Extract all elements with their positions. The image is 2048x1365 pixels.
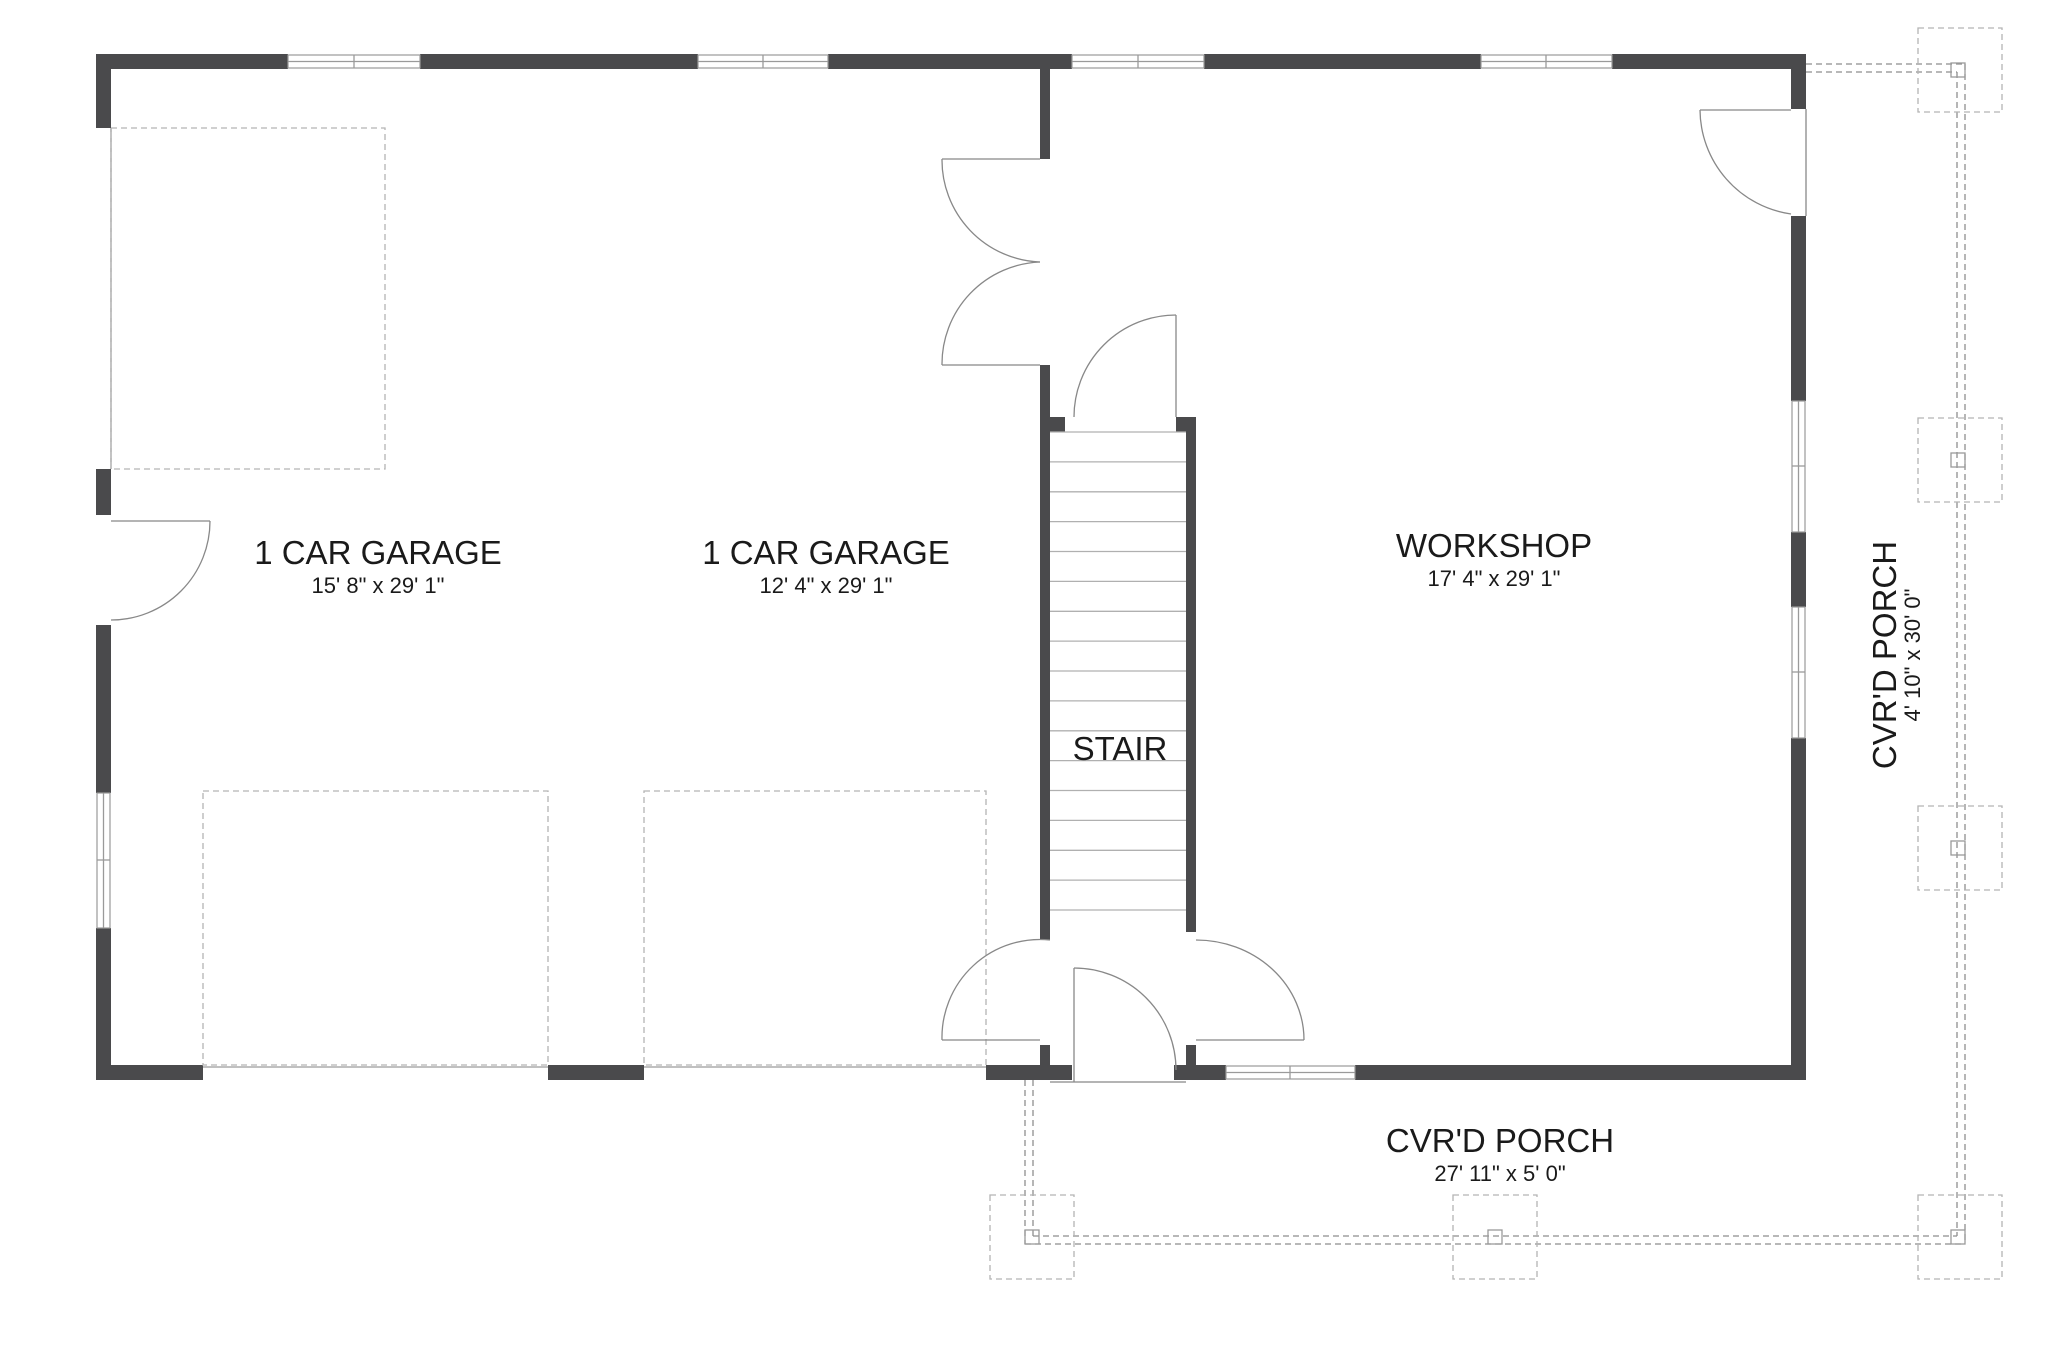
porch-post [1917,27,2003,113]
walls [96,54,1806,1080]
garage-1-dims: 15' 8" x 29' 1" [312,573,445,598]
garage-1-name: 1 CAR GARAGE [254,534,502,571]
door-bottom-right [1195,939,1305,1041]
porch-side-name: CVR'D PORCH [1866,541,1903,769]
window-top-4 [1480,54,1613,69]
porch-side-dims: 4' 10" x 30' 0" [1900,589,1925,722]
door-bottom-left [941,938,1051,1041]
window-right-2 [1791,606,1806,739]
door-partition-double [941,158,1041,366]
porch [989,27,2003,1280]
window-right-1 [1791,400,1806,533]
door-right-wall [1699,109,1807,216]
garage-2-dims: 12' 4" x 29' 1" [760,573,893,598]
porch-post [989,1194,1075,1280]
porch-front-dims: 27' 11" x 5' 0" [1434,1161,1565,1186]
porch-post [1452,1194,1538,1280]
room-labels: 1 CAR GARAGE 15' 8" x 29' 1" 1 CAR GARAG… [254,527,1925,1186]
porch-post [1917,805,2003,891]
swing-doors [110,109,1807,1083]
window-top-1 [287,54,421,69]
stair-name: STAIR [1073,730,1168,767]
porch-post [1917,417,2003,503]
window-top-2 [697,54,829,69]
garage-doors [110,127,987,1068]
window-top-3 [1071,54,1205,69]
door-left-wall [110,520,211,621]
porch-post [1917,1194,2003,1280]
windows [96,54,1806,1080]
workshop-dims: 17' 4" x 29' 1" [1428,566,1561,591]
door-stair-top [1073,314,1177,418]
window-left [96,792,111,929]
garage-2-name: 1 CAR GARAGE [702,534,950,571]
stair-treads [1050,431,1186,911]
porch-front-name: CVR'D PORCH [1386,1122,1614,1159]
door-bottom-entry [1050,967,1186,1083]
window-bottom [1225,1065,1356,1080]
workshop-name: WORKSHOP [1396,527,1592,564]
